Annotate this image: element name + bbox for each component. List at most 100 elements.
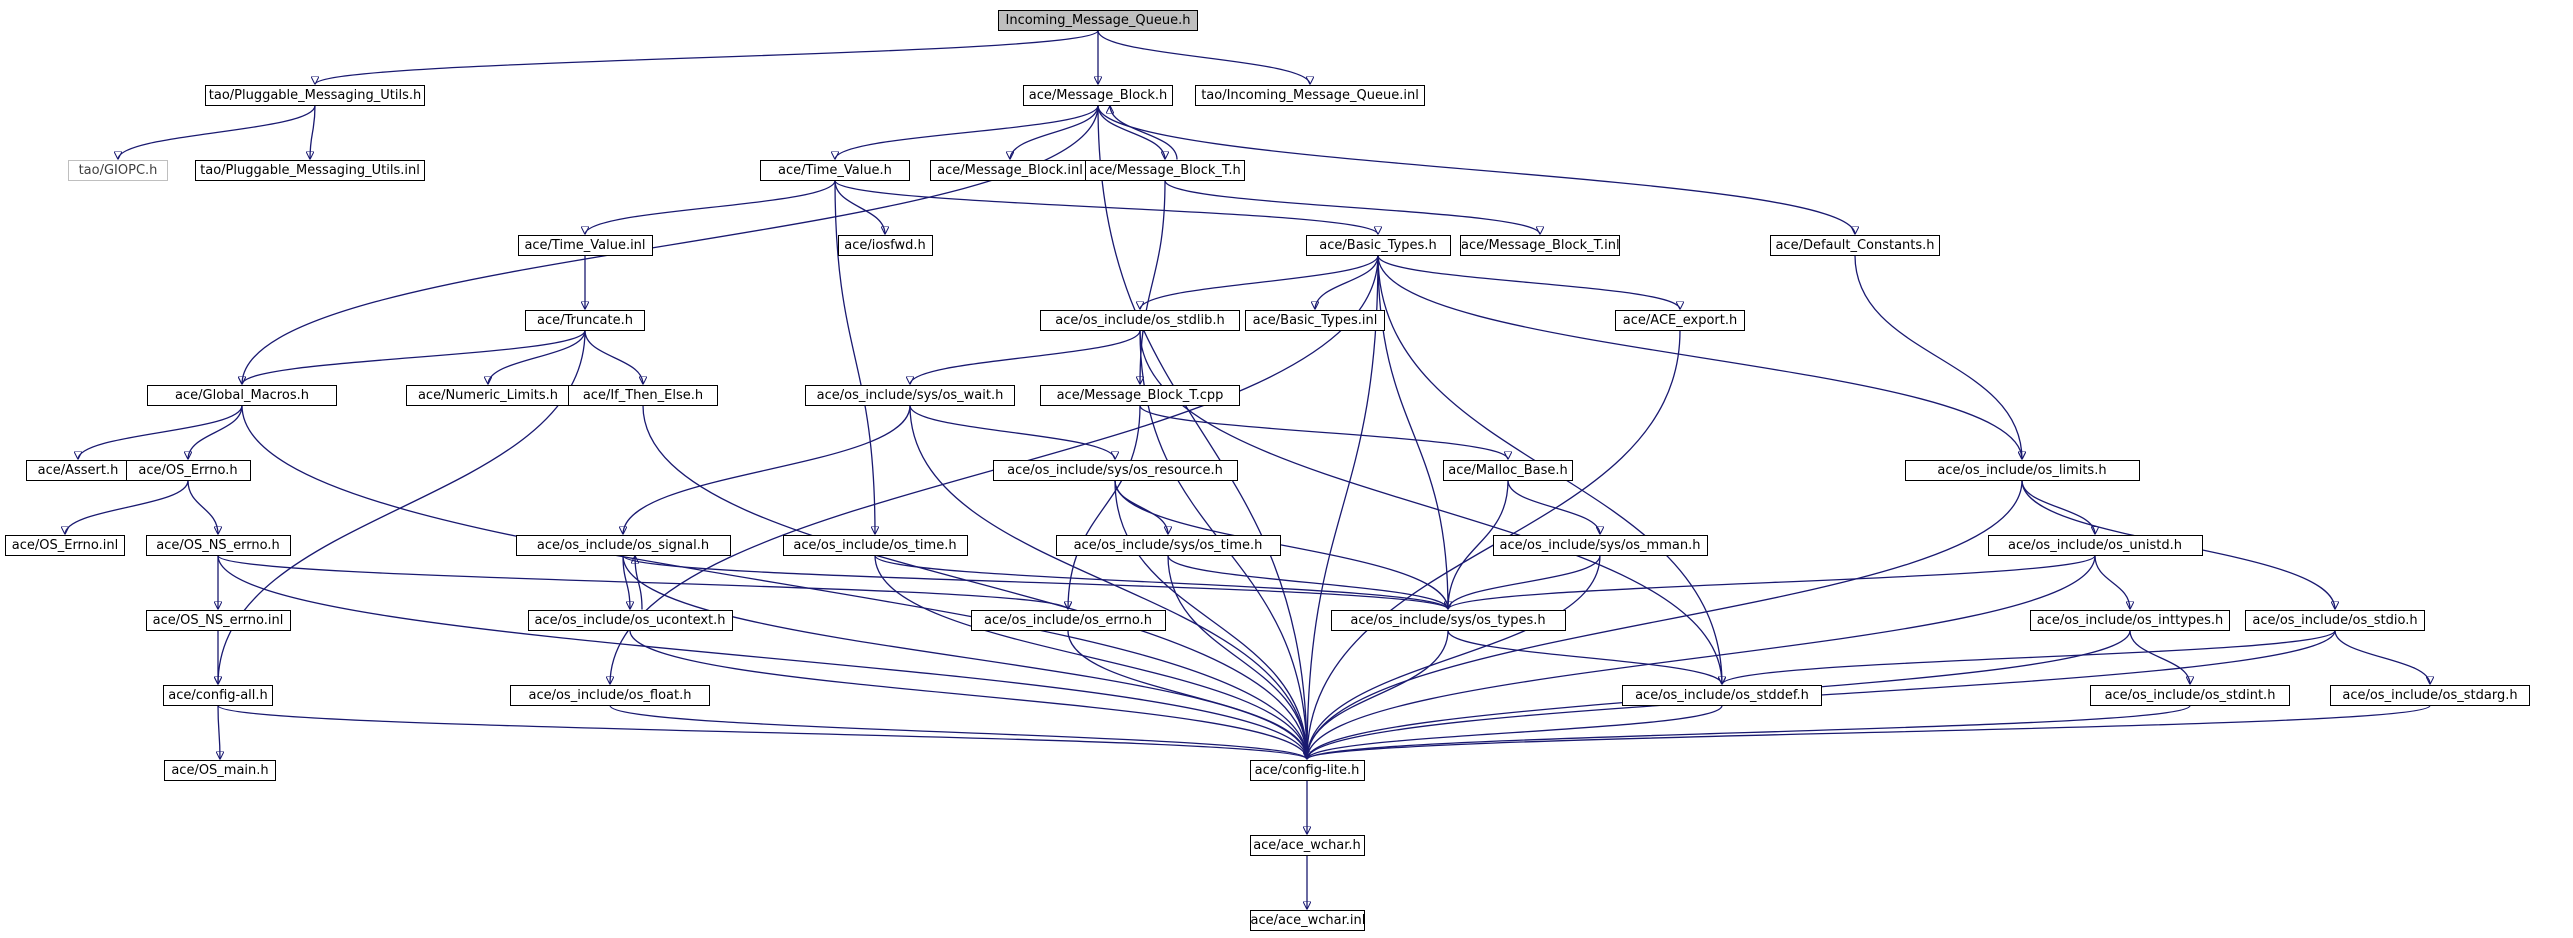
node-26[interactable]: ace/Malloc_Base.h — [1443, 459, 1573, 481]
edge-37-to-47 — [1067, 630, 1307, 760]
node-49[interactable]: ace/ace_wchar.inl — [1249, 909, 1365, 931]
node-6[interactable]: ace/Time_Value.h — [760, 159, 910, 181]
edge-32-to-47 — [1167, 555, 1307, 760]
edge-14-to-19 — [488, 330, 586, 385]
node-1[interactable]: tao/Pluggable_Messaging_Utils.h — [205, 84, 425, 106]
node-40[interactable]: ace/os_include/os_stdio.h — [2245, 609, 2425, 631]
edge-25-to-47 — [1114, 480, 1307, 760]
node-48[interactable]: ace/ace_wchar.h — [1249, 834, 1365, 856]
edge-27-to-47 — [1307, 480, 2023, 760]
node-19[interactable]: ace/Numeric_Limits.h — [405, 384, 571, 406]
node-31[interactable]: ace/os_include/os_time.h — [782, 534, 968, 556]
edge-41-to-46 — [218, 705, 220, 760]
node-16[interactable]: ace/Basic_Types.inl — [1245, 309, 1385, 331]
node-11[interactable]: ace/Basic_Types.h — [1305, 234, 1451, 256]
node-33[interactable]: ace/os_include/sys/os_mman.h — [1492, 534, 1708, 556]
node-32[interactable]: ace/os_include/sys/os_time.h — [1055, 534, 1281, 556]
edge-34-to-38 — [1448, 554, 2096, 611]
node-4: tao/GIOPC.h — [68, 159, 168, 181]
node-15[interactable]: ace/os_include/os_stdlib.h — [1040, 309, 1240, 331]
node-5[interactable]: tao/Pluggable_Messaging_Utils.inl — [195, 159, 425, 181]
node-0: Incoming_Message_Queue.h — [998, 9, 1198, 31]
node-25[interactable]: ace/os_include/sys/os_resource.h — [992, 459, 1238, 481]
node-42[interactable]: ace/os_include/os_float.h — [510, 684, 710, 706]
node-18[interactable]: ace/Global_Macros.h — [147, 384, 337, 406]
node-28[interactable]: ace/OS_Errno.inl — [5, 534, 125, 556]
node-29[interactable]: ace/OS_NS_errno.h — [145, 534, 291, 556]
edge-11-to-47 — [1307, 255, 1379, 760]
edge-40-to-45 — [2334, 630, 2430, 685]
edge-20-to-47 — [642, 405, 1307, 760]
node-10[interactable]: ace/iosfwd.h — [837, 234, 933, 256]
edge-2-to-8 — [1097, 105, 1165, 160]
node-45[interactable]: ace/os_include/os_stdarg.h — [2330, 684, 2530, 706]
node-46[interactable]: ace/OS_main.h — [164, 759, 276, 781]
edge-26-to-33 — [1507, 480, 1600, 535]
node-37[interactable]: ace/os_include/os_errno.h — [970, 609, 1166, 631]
node-22[interactable]: ace/Message_Block_T.cpp — [1040, 384, 1240, 406]
edge-24-to-28 — [65, 480, 189, 535]
edge-6-to-11 — [834, 179, 1378, 236]
node-23[interactable]: ace/Assert.h — [25, 459, 131, 481]
node-36[interactable]: ace/os_include/os_ucontext.h — [527, 609, 733, 631]
node-34[interactable]: ace/os_include/os_unistd.h — [1987, 534, 2203, 556]
edge-38-to-47 — [1307, 630, 1449, 760]
node-9[interactable]: ace/Time_Value.inl — [517, 234, 653, 256]
edge-1-to-4 — [118, 105, 316, 160]
node-17[interactable]: ace/ACE_export.h — [1615, 309, 1745, 331]
edge-38-to-43 — [1447, 630, 1722, 685]
edge-29-to-37 — [217, 554, 1068, 611]
node-7[interactable]: ace/Message_Block.inl — [930, 159, 1090, 181]
edge-0-to-1 — [315, 29, 1099, 86]
node-13[interactable]: ace/Default_Constants.h — [1770, 234, 1940, 256]
edge-36-to-30 — [635, 556, 643, 610]
edge-2-to-6 — [835, 105, 1099, 160]
node-14[interactable]: ace/Truncate.h — [525, 309, 645, 331]
node-43[interactable]: ace/os_include/os_stddef.h — [1622, 684, 1822, 706]
edge-14-to-18 — [242, 330, 586, 385]
node-27[interactable]: ace/os_include/os_limits.h — [1904, 459, 2140, 481]
edge-21-to-47 — [909, 405, 1307, 760]
edge-42-to-47 — [609, 704, 1307, 761]
edge-2-to-7 — [1010, 105, 1099, 160]
edge-33-to-38 — [1448, 555, 1601, 610]
edge-6-to-9 — [585, 180, 836, 235]
node-47[interactable]: ace/config-lite.h — [1249, 759, 1365, 781]
node-44[interactable]: ace/os_include/os_stdint.h — [2090, 684, 2290, 706]
edge-0-to-3 — [1097, 30, 1310, 85]
edge-11-to-17 — [1377, 255, 1680, 310]
edge-36-to-47 — [629, 630, 1307, 760]
edge-30-to-38 — [622, 554, 1448, 611]
node-12[interactable]: ace/Message_Block_T.inl — [1460, 234, 1620, 256]
edge-41-to-47 — [217, 704, 1307, 761]
edge-25-to-38 — [1114, 480, 1448, 610]
edge-31-to-47 — [874, 555, 1307, 760]
edge-34-to-47 — [1307, 555, 2096, 760]
edge-11-to-15 — [1140, 255, 1379, 310]
node-35[interactable]: ace/OS_NS_errno.inl — [145, 609, 291, 631]
node-30[interactable]: ace/os_include/os_signal.h — [515, 534, 731, 556]
edge-18-to-23 — [78, 405, 243, 460]
node-21[interactable]: ace/os_include/sys/os_wait.h — [805, 384, 1015, 406]
node-3[interactable]: tao/Incoming_Message_Queue.inl — [1195, 84, 1425, 106]
node-20[interactable]: ace/If_Then_Else.h — [568, 384, 718, 406]
edge-22-to-37 — [1068, 405, 1141, 610]
edge-2-to-47 — [1097, 105, 1307, 760]
edge-18-to-47 — [241, 405, 1307, 760]
edge-1-to-5 — [310, 105, 316, 160]
edge-34-to-39 — [2094, 555, 2130, 610]
edge-2-to-18 — [242, 105, 1099, 385]
edge-22-to-26 — [1139, 405, 1508, 460]
node-39[interactable]: ace/os_include/os_inttypes.h — [2030, 609, 2230, 631]
node-41[interactable]: ace/config-all.h — [163, 684, 273, 706]
edge-14-to-20 — [584, 330, 643, 385]
node-8[interactable]: ace/Message_Block_T.h — [1085, 159, 1245, 181]
node-38[interactable]: ace/os_include/sys/os_types.h — [1330, 609, 1566, 631]
edge-2-to-13 — [1097, 105, 1855, 235]
node-24[interactable]: ace/OS_Errno.h — [125, 459, 251, 481]
edge-11-to-38 — [1377, 255, 1448, 610]
node-2[interactable]: ace/Message_Block.h — [1023, 84, 1173, 106]
edge-21-to-30 — [623, 405, 911, 535]
